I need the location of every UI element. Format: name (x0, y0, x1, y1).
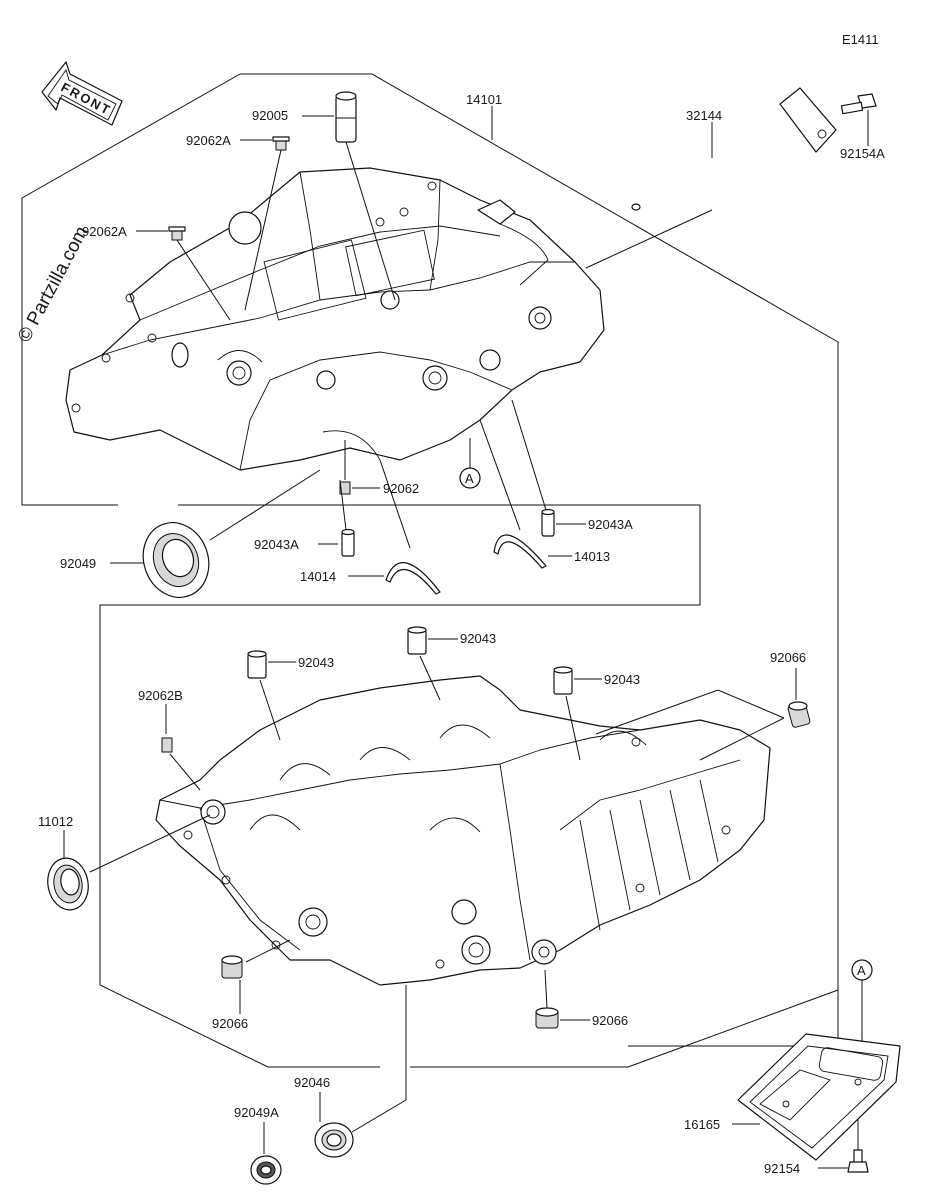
svg-text:A: A (857, 963, 866, 978)
label-32144: 32144 (686, 108, 722, 123)
part-92043A-dowel-center (341, 528, 355, 557)
label-16165: 16165 (684, 1117, 720, 1132)
part-92043A-dowel-right (541, 508, 555, 537)
label-92154A: 92154A (840, 146, 885, 161)
part-92049-oil-seal (142, 522, 210, 598)
label-92043-center: 92043 (460, 631, 496, 646)
part-92005-sleeve (335, 91, 357, 143)
part-92062-plug (339, 481, 351, 495)
part-92066-plug-left (221, 955, 243, 979)
part-92062A-plug-top (272, 136, 290, 151)
part-92043-dowel-right (553, 666, 573, 695)
label-14013: 14013 (574, 549, 610, 564)
label-92043-right: 92043 (604, 672, 640, 687)
label-11012: 11012 (38, 814, 73, 829)
upper-group-frame (240, 73, 839, 1047)
label-92049A: 92049A (234, 1105, 279, 1120)
svg-text:A: A (465, 471, 474, 486)
part-92062B-plug (161, 737, 173, 753)
label-92066-right: 92066 (770, 650, 806, 665)
part-92043-dowel-center (407, 626, 427, 655)
reference-mark-upper: A (459, 467, 481, 489)
diagram-id: E1411 (842, 32, 879, 47)
upper-crankcase (65, 167, 605, 471)
part-11012-seal (47, 857, 89, 911)
label-92043-left: 92043 (298, 655, 334, 670)
part-92046-bearing (314, 1122, 354, 1158)
lower-crankcase (155, 675, 771, 986)
part-92066-plug-bottom (535, 1007, 559, 1029)
label-92062A-left: 92062A (82, 224, 127, 239)
front-arrow-icon: FRONT (41, 61, 123, 126)
part-14013-bearing (493, 534, 547, 569)
label-92049: 92049 (60, 556, 96, 571)
part-92154A-bolt (840, 93, 877, 115)
label-92046: 92046 (294, 1075, 330, 1090)
label-92043A-right: 92043A (588, 517, 633, 532)
part-92066-plug-right (787, 701, 811, 728)
label-92066-left: 92066 (212, 1016, 248, 1031)
part-14014-bearing (385, 562, 441, 595)
label-92066-bottom: 92066 (592, 1013, 628, 1028)
part-92049A-seal (250, 1155, 282, 1185)
label-92154: 92154 (764, 1161, 800, 1176)
label-14014: 14014 (300, 569, 336, 584)
label-14101: 14101 (466, 92, 502, 107)
label-92062B: 92062B (138, 688, 183, 703)
reference-mark-lower: A (851, 959, 873, 981)
label-92005: 92005 (252, 108, 288, 123)
label-92043A-center: 92043A (254, 537, 299, 552)
label-92062: 92062 (383, 481, 419, 496)
part-16165-plate (737, 1033, 901, 1161)
part-92062A-plug-left (168, 226, 186, 241)
label-92062A-top: 92062A (186, 133, 231, 148)
part-32144-pipe (631, 87, 837, 211)
part-92043-dowel-left (247, 650, 267, 679)
part-92154-bolt (847, 1149, 869, 1173)
